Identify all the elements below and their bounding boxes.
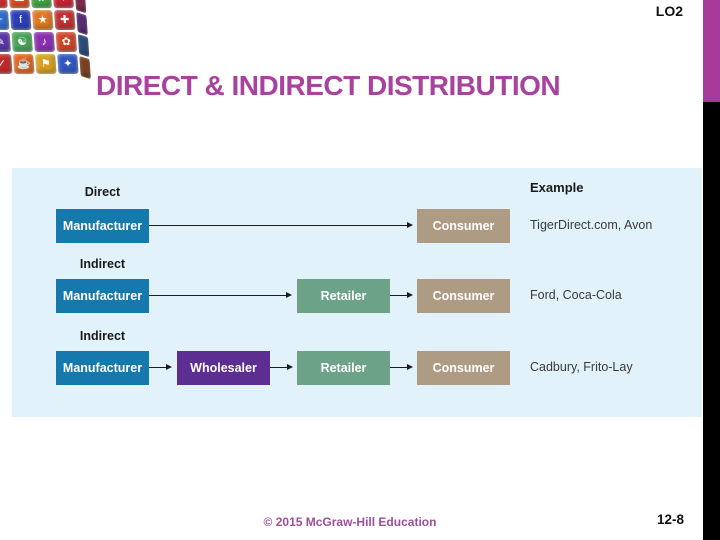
consumer-box: Consumer	[417, 209, 510, 243]
flow-type-label: Indirect	[79, 329, 126, 343]
logo-tile-icon: ☕	[13, 53, 35, 74]
logo-tile-icon: ☯	[11, 32, 33, 52]
wholesaler-box: Wholesaler	[177, 351, 270, 385]
flow-arrow	[149, 292, 292, 298]
logo-tile-icon: ♪	[33, 32, 55, 52]
logo-tile-icon: ✉	[0, 0, 8, 9]
logo-side-tile	[79, 55, 91, 80]
flow-arrow	[149, 222, 413, 228]
distribution-diagram-panel: Example Direct Manufacturer Consumer Tig…	[12, 168, 702, 417]
logo-tile-icon: ✓	[0, 53, 13, 74]
accent-bar-black	[703, 102, 720, 540]
example-text: TigerDirect.com, Avon	[530, 218, 653, 232]
flow-arrow	[149, 364, 172, 370]
flow-type-label: Indirect	[79, 257, 126, 271]
copyright-text: © 2015 McGraw-Hill Education	[263, 515, 437, 529]
logo-side-tile	[76, 12, 88, 36]
logo-tile-icon: ✈	[0, 10, 10, 31]
example-text: Ford, Coca-Cola	[530, 288, 622, 302]
logo-tile-icon: ★	[32, 10, 54, 31]
logo-side-tile	[77, 34, 90, 58]
logo-tile-icon: ⚑	[35, 53, 57, 74]
accent-bar-magenta	[703, 0, 720, 102]
manufacturer-box: Manufacturer	[56, 209, 149, 243]
logo-tile-icon: ✚	[54, 10, 76, 31]
flow-arrow	[390, 364, 413, 370]
manufacturer-box: Manufacturer	[56, 351, 149, 385]
flow-type-label: Direct	[84, 185, 121, 199]
flow-arrow	[270, 364, 293, 370]
consumer-box: Consumer	[417, 351, 510, 385]
logo-tile-icon: ☎	[8, 0, 30, 9]
manufacturer-box: Manufacturer	[56, 279, 149, 313]
flow-arrow	[390, 292, 413, 298]
page-title: DIRECT & INDIRECT DISTRIBUTION	[96, 70, 561, 101]
consumer-box: Consumer	[417, 279, 510, 313]
logo-tile-icon: ✦	[57, 53, 79, 74]
social-cube-logo: ✉☎♫♥ ✈f★✚ ✎☯♪✿ ✓☕⚑✦	[0, 0, 104, 88]
logo-tile-icon: ✿	[55, 32, 78, 52]
page-number: 12-8	[656, 512, 684, 527]
learning-objective-label: LO2	[655, 3, 683, 19]
example-text: Cadbury, Frito-Lay	[530, 360, 633, 374]
retailer-box: Retailer	[297, 351, 390, 385]
logo-tile-icon: ♫	[30, 0, 52, 9]
example-column-header: Example	[530, 180, 584, 195]
retailer-box: Retailer	[297, 279, 390, 313]
logo-tile-icon: ♥	[52, 0, 74, 9]
logo-tile-icon: f	[9, 10, 32, 31]
logo-tile-icon: ✎	[0, 32, 11, 52]
